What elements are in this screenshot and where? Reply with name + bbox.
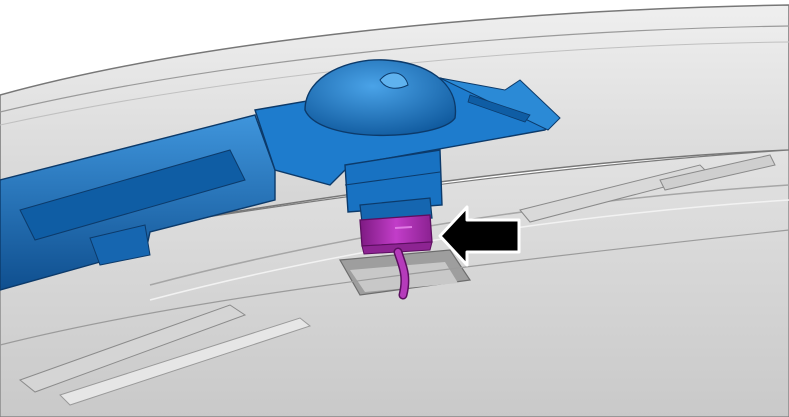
blue-rail xyxy=(0,114,276,291)
wiring-cable xyxy=(393,247,410,300)
left-arrow-icon xyxy=(438,205,521,267)
sensor-housing xyxy=(254,59,561,223)
